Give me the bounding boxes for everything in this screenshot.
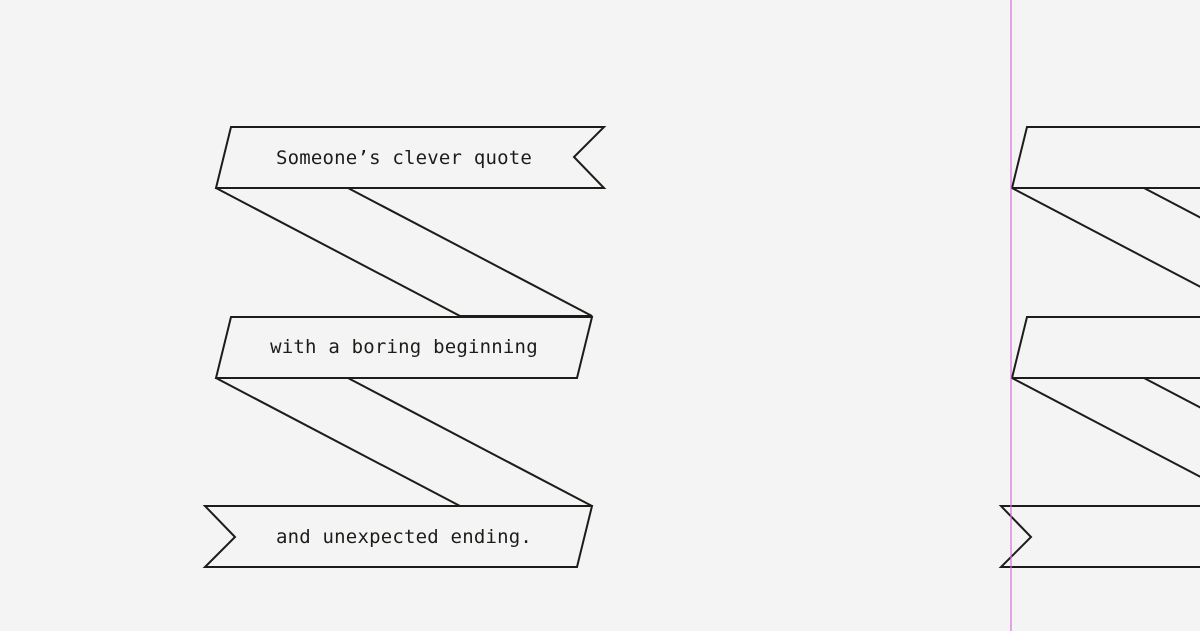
banner-middle-label: with a boring beginning xyxy=(270,336,538,358)
banner-top-copy xyxy=(1010,126,1200,189)
banner-middle-copy xyxy=(1010,316,1200,379)
fold-strip-lower xyxy=(215,377,593,507)
banner-bottom xyxy=(202,505,594,568)
fold-strip-lower-copy xyxy=(1011,377,1200,478)
banner-top xyxy=(214,126,607,189)
ribbon-assembly-right xyxy=(998,0,1200,631)
banner-top-label: Someone’s clever quote xyxy=(276,147,532,169)
ribbon-assembly-left: Someone’s clever quote with a boring beg… xyxy=(202,126,607,568)
fold-strip-upper xyxy=(215,187,593,317)
fold-strip-upper-copy xyxy=(1011,187,1200,288)
banner-middle xyxy=(214,316,594,379)
banner-bottom-copy xyxy=(998,505,1200,568)
banner-bottom-label: and unexpected ending. xyxy=(276,526,532,548)
